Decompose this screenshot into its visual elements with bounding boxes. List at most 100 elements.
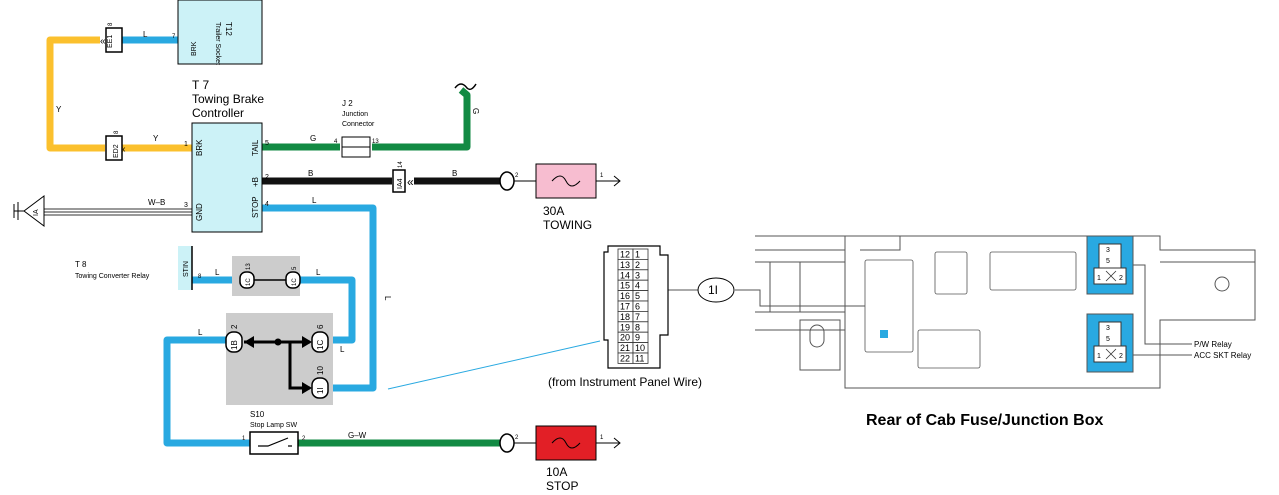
towing-fuse-terminal xyxy=(499,171,515,191)
wire-label-g-1: G xyxy=(310,134,316,143)
t8-box xyxy=(178,246,192,290)
callout-from: (from Instrument Panel Wire) xyxy=(548,375,702,389)
j2-line1: Junction xyxy=(342,111,368,118)
wire-continue-mark xyxy=(454,83,477,91)
wire-label-g-2: G xyxy=(471,108,480,114)
wire-label-b-1: B xyxy=(308,169,313,178)
j2-code: J 2 xyxy=(342,99,353,108)
towing-fuse-rating: 30A xyxy=(543,204,564,218)
towing-fuse-name: TOWING xyxy=(543,218,592,232)
connector-pin-label: 13 xyxy=(620,260,630,270)
t7-pin-b: +B xyxy=(251,177,260,187)
c1c-a-pin: 13 xyxy=(246,263,252,270)
connector-pin-label: 11 xyxy=(635,354,644,364)
relay-diode-icon-2 xyxy=(1105,348,1117,360)
wire-l-s10 xyxy=(163,336,250,447)
j2-line2: Connector xyxy=(342,121,375,128)
connector-pin-label: 20 xyxy=(620,333,630,343)
stop-fuse-pin-a: 2 xyxy=(515,435,519,441)
wire-label-l-1: L xyxy=(143,30,148,39)
t7-num-b: 2 xyxy=(265,174,269,181)
wire-y xyxy=(46,36,105,152)
t7-num-stop: 4 xyxy=(265,201,269,208)
wire-label-l-4: L xyxy=(215,268,220,277)
connector-pin-label: 8 xyxy=(635,322,640,332)
relay1-label: P/W Relay xyxy=(1194,340,1232,349)
wire-label-l-2: L xyxy=(312,196,317,205)
ed2-connector xyxy=(105,135,123,161)
relay1-pin-2: 2 xyxy=(1119,275,1123,282)
wire-l-1c xyxy=(300,276,356,344)
t7-pin-gnd: GND xyxy=(195,203,204,221)
j2-pin-b: 13 xyxy=(372,139,379,145)
connector-pin-label: 7 xyxy=(635,312,640,322)
t8-name: Towing Converter Relay xyxy=(75,273,150,280)
connector-pin-label: 17 xyxy=(620,302,630,312)
t8-code: T 8 xyxy=(75,260,87,269)
stop-fuse-pin-b: 1 xyxy=(600,435,604,441)
relay2-pin-5: 5 xyxy=(1106,336,1110,343)
arrow-right-icon xyxy=(302,336,312,348)
t7-pin-stop: STOP xyxy=(251,196,260,218)
c1c-c-pin: 6 xyxy=(316,324,325,329)
j2-pin-a: 4 xyxy=(334,139,338,145)
ee1-connector xyxy=(105,27,123,53)
connector-pin-label: 10 xyxy=(635,343,645,353)
arrow-left-icon xyxy=(244,336,254,348)
connector-pin-label: 16 xyxy=(620,291,630,301)
relay2-label: ACC SKT Relay xyxy=(1194,351,1251,360)
t7-num-tail: 5 xyxy=(265,140,269,147)
relay2-pin-1: 1 xyxy=(1097,353,1101,360)
fuse-box-connectors xyxy=(864,251,1077,369)
relay1-pin-1: 1 xyxy=(1097,275,1101,282)
relay1-pin-5: 5 xyxy=(1106,258,1110,265)
callout-bubble xyxy=(697,277,735,303)
connector-pin-label: 21 xyxy=(620,343,630,353)
connector-pin-label: 9 xyxy=(635,333,640,343)
acc-skt-relay xyxy=(1086,313,1134,373)
connector-pin-label: 14 xyxy=(620,270,630,280)
c1c-b-pin: 5 xyxy=(292,266,298,270)
ground-symbol xyxy=(23,195,45,227)
c1i-label: 1I xyxy=(316,387,325,394)
t7-name-2: Controller xyxy=(192,106,244,120)
trailer-socket-box xyxy=(177,0,263,65)
connector-pin-label: 12 xyxy=(620,250,630,260)
t7-name-1: Towing Brake xyxy=(192,92,264,106)
connector-pin-label: 2 xyxy=(635,260,640,270)
t12-code: T12 xyxy=(224,22,233,36)
c1c-b-label: 1C xyxy=(292,278,298,286)
c1c-c-label: 1C xyxy=(316,340,325,350)
fuse-box-title: Rear of Cab Fuse/Junction Box xyxy=(866,412,1103,429)
wire-g-up xyxy=(372,87,471,151)
t7-code: T 7 xyxy=(192,78,209,92)
callout-line xyxy=(387,340,601,390)
connector-pin-label: 19 xyxy=(620,322,630,332)
switch-icon xyxy=(258,437,292,447)
wire-label-l-7: L xyxy=(340,345,345,354)
splice-dot xyxy=(274,338,282,346)
towing-fuse-pin-a: 2 xyxy=(515,173,519,179)
t8-pin: STIN xyxy=(183,261,190,277)
ia4-label: IA4 xyxy=(397,178,404,189)
wire-l-stop xyxy=(262,204,377,392)
s10-pin-b: 2 xyxy=(302,436,306,442)
connector-pin-label: 5 xyxy=(635,291,640,301)
relay2-pin-2: 2 xyxy=(1119,353,1123,360)
arrow-right-icon-2 xyxy=(302,382,312,394)
arrow-icon-2 xyxy=(613,437,621,449)
stop-fuse-rating: 10A xyxy=(546,465,567,479)
relay1-pin-3: 3 xyxy=(1106,247,1110,254)
t7-num-gnd: 3 xyxy=(184,202,188,209)
fuse-box-outline xyxy=(755,235,1256,389)
ia4-pin: 14 xyxy=(398,161,404,168)
fuse-icon xyxy=(551,175,581,187)
c1c-a-label: 1C xyxy=(246,278,252,286)
c1b-label: 1B xyxy=(230,340,239,350)
stop-fuse-name: STOP xyxy=(546,479,578,493)
t7-pin-brk: BRK xyxy=(195,139,204,156)
ia4-connector xyxy=(392,169,406,193)
c1b-pin: 2 xyxy=(230,324,239,329)
